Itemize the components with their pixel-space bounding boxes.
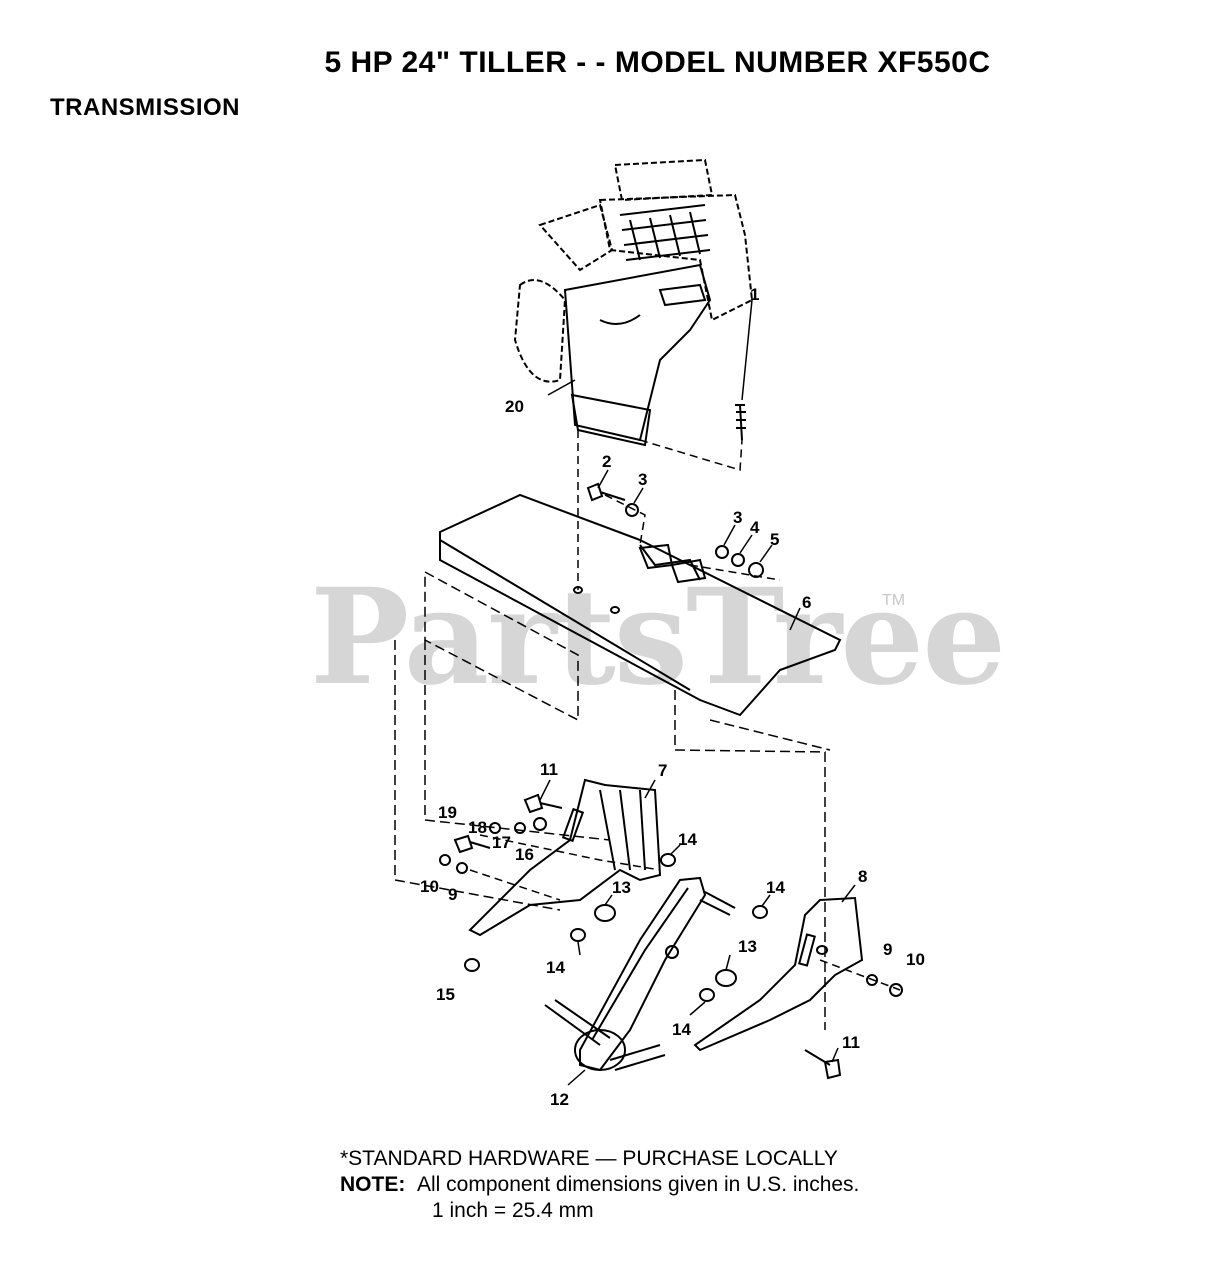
washer-part-9b[interactable] <box>866 974 878 986</box>
callout-17: 17 <box>492 833 511 852</box>
callout-6: 6 <box>802 593 811 612</box>
washer-part-13b[interactable] <box>715 969 737 987</box>
callout-3b: 3 <box>733 508 742 527</box>
callout-15: 15 <box>436 985 455 1004</box>
callout-11b: 11 <box>842 1033 860 1052</box>
callout-10a: 10 <box>420 877 439 896</box>
frame-left-part-7[interactable] <box>468 778 662 937</box>
callout-1: 1 <box>750 285 759 304</box>
frame-right-part-8[interactable] <box>693 896 864 1052</box>
callout-10b: 10 <box>906 950 925 969</box>
callout-13b: 13 <box>738 937 757 956</box>
callout-14d: 14 <box>672 1020 691 1039</box>
callout-4: 4 <box>750 518 760 537</box>
section-title: TRANSMISSION <box>50 94 241 121</box>
callout-5: 5 <box>770 530 779 549</box>
bearing-part-14b[interactable] <box>752 905 768 919</box>
tine-shield-part-6[interactable] <box>439 493 842 717</box>
bearing-part-14d[interactable] <box>699 988 715 1002</box>
nut-part-15[interactable] <box>464 958 480 972</box>
conversion-note: 1 inch = 25.4 mm <box>432 1199 594 1222</box>
watermark-trademark: TM <box>882 592 906 609</box>
callout-7: 7 <box>658 761 667 780</box>
callout-19: 19 <box>438 803 457 822</box>
bearing-part-14c[interactable] <box>570 928 586 942</box>
nut-part-10a[interactable] <box>439 854 451 866</box>
bolt-part-11a[interactable] <box>523 793 563 814</box>
page-title: 5 HP 24" TILLER - - MODEL NUMBER XF550C <box>324 46 991 79</box>
callout-14a: 14 <box>678 830 697 849</box>
washer-part-13a[interactable] <box>594 904 616 922</box>
note-line: NOTE: All component dimensions given in … <box>340 1172 859 1198</box>
callout-16: 16 <box>515 845 534 864</box>
callout-14b: 14 <box>766 878 785 897</box>
engine-part-20[interactable] <box>513 158 754 447</box>
washer-part-3[interactable] <box>625 503 639 517</box>
callout-14c: 14 <box>546 958 565 977</box>
nut-part-10b[interactable] <box>889 983 903 997</box>
bearing-part-14a[interactable] <box>660 853 676 867</box>
washer-part-3b[interactable] <box>715 545 729 559</box>
callout-9a: 9 <box>448 885 457 904</box>
bolt-part-1[interactable] <box>735 404 746 441</box>
callout-3a: 3 <box>638 470 647 489</box>
note-text: All component dimensions given in U.S. i… <box>417 1173 860 1196</box>
callout-8: 8 <box>858 867 867 886</box>
nut-part-5[interactable] <box>748 562 764 578</box>
standard-hardware-note: *STANDARD HARDWARE — PURCHASE LOCALLY <box>340 1147 838 1170</box>
bolt-part-2[interactable] <box>586 482 626 502</box>
washer-part-9a[interactable] <box>456 862 468 874</box>
callout-13a: 13 <box>612 878 631 897</box>
chain-case-part-12[interactable] <box>544 876 736 1072</box>
callout-9b: 9 <box>883 940 892 959</box>
callout-2: 2 <box>602 452 611 471</box>
note-label: NOTE: <box>340 1173 406 1196</box>
footer-notes: *STANDARD HARDWARE — PURCHASE LOCALLY NO… <box>340 1146 859 1224</box>
washer-part-16[interactable] <box>533 817 547 831</box>
callout-11a: 11 <box>540 760 558 779</box>
washer-part-17[interactable] <box>514 822 526 834</box>
callout-12: 12 <box>550 1090 569 1109</box>
callout-20: 20 <box>505 397 524 416</box>
bolt-part-19[interactable] <box>453 834 491 854</box>
nut-part-18[interactable] <box>489 822 501 834</box>
bolt-part-11b[interactable] <box>804 1049 842 1080</box>
lockwasher-part-4[interactable] <box>731 553 745 567</box>
callout-18: 18 <box>468 818 487 837</box>
